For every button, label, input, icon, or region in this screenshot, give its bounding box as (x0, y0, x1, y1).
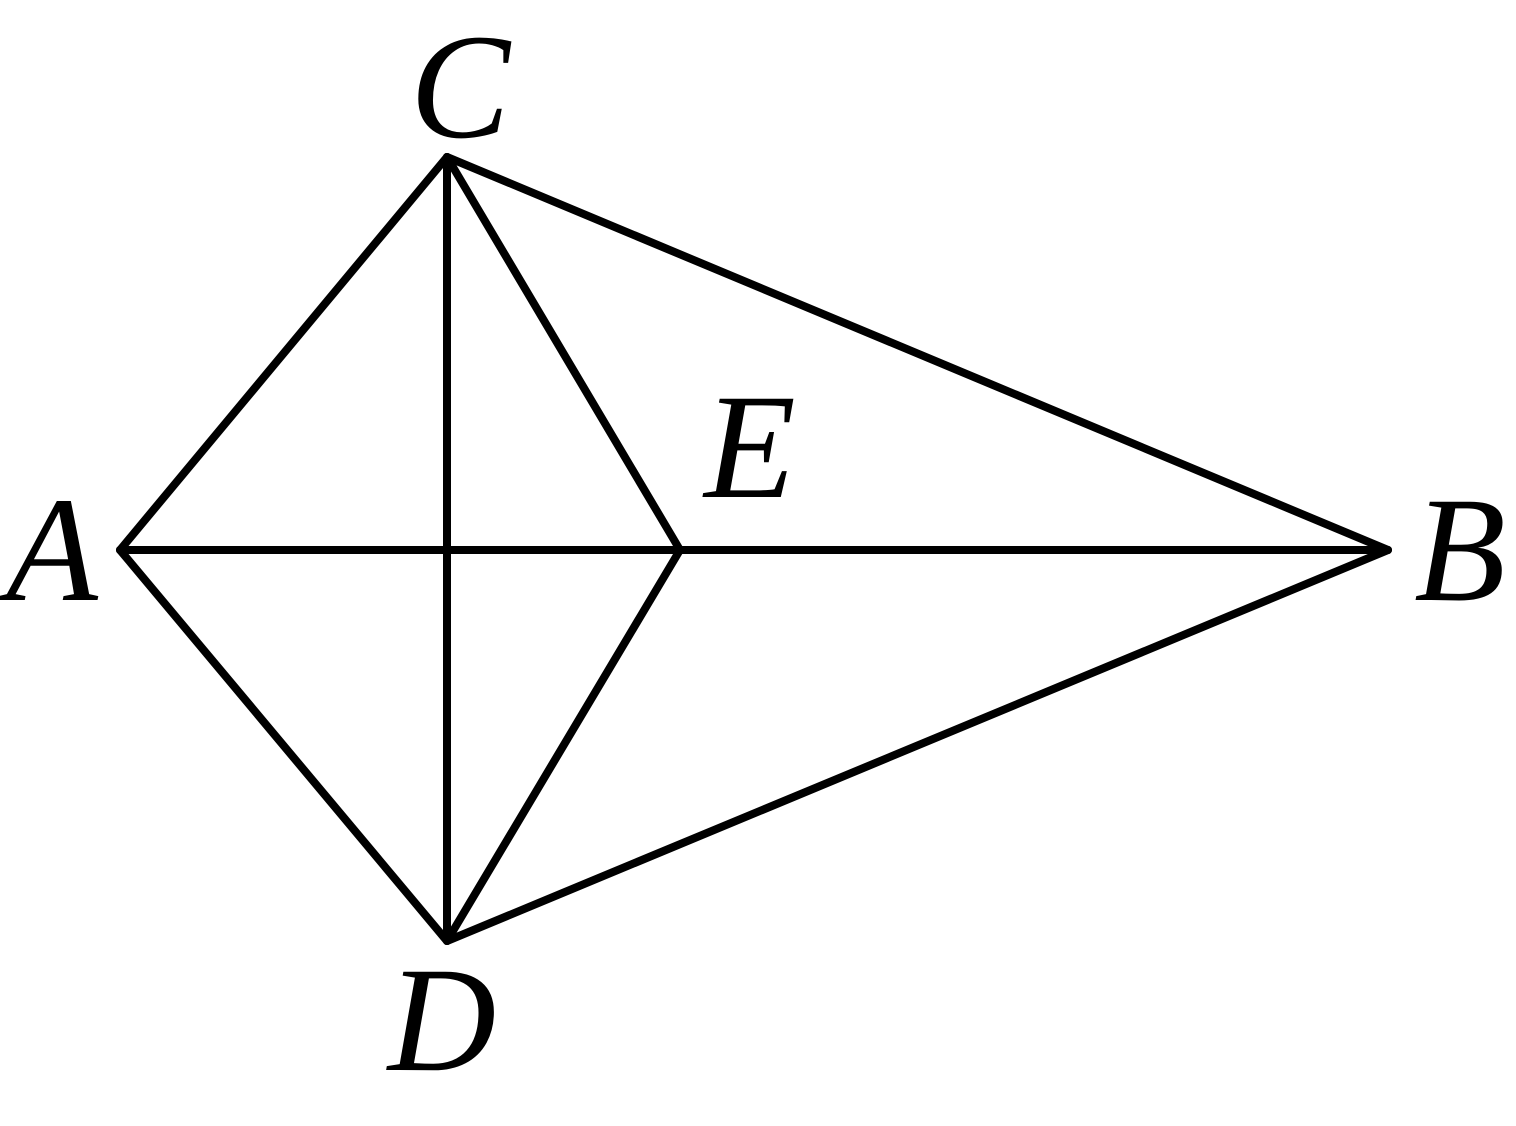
labels-group: A B C D E (0, 4, 1506, 1103)
point-label-e: E (702, 364, 796, 530)
point-label-d: D (386, 937, 496, 1103)
segment-de (443, 546, 684, 945)
segment-cb (443, 153, 1392, 554)
edges-group (116, 153, 1392, 945)
segment-ce (443, 153, 684, 554)
point-label-c: C (410, 4, 512, 170)
point-label-a: A (0, 467, 99, 633)
segment-ad (116, 546, 451, 945)
segment-db (443, 546, 1392, 945)
segment-ac (116, 153, 451, 554)
point-label-b: B (1414, 467, 1506, 633)
